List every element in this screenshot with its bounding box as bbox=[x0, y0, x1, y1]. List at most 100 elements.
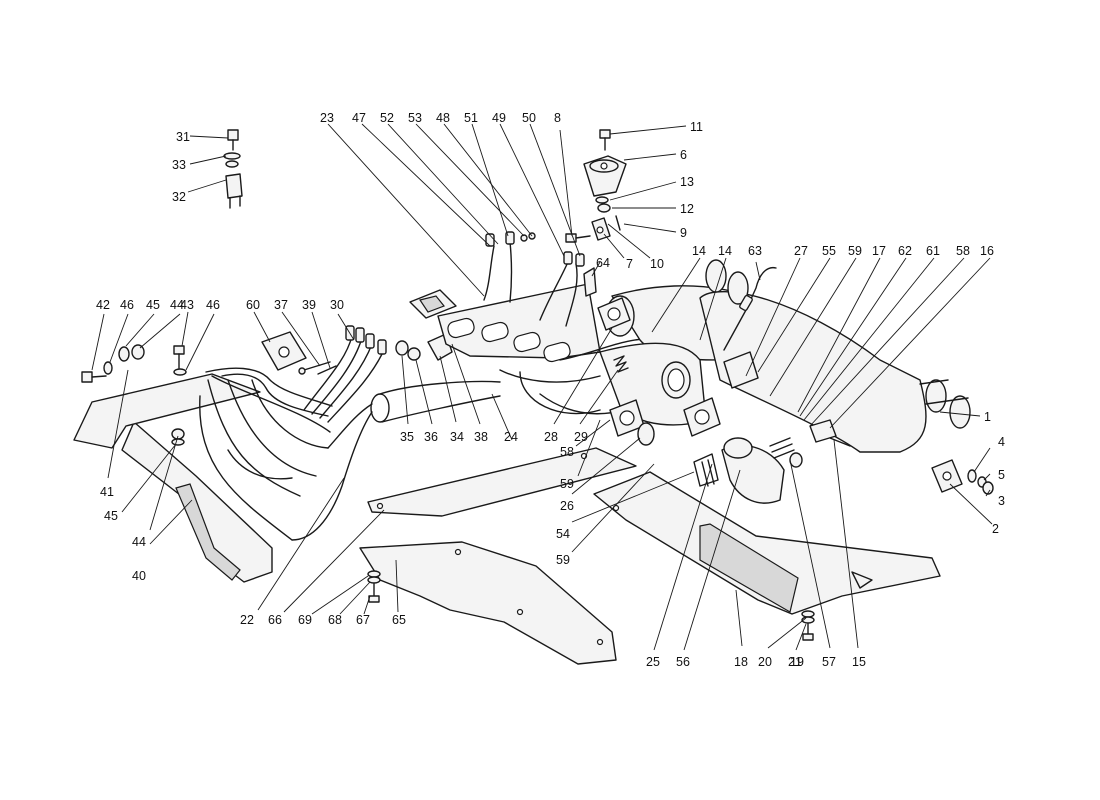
callout-64: 64 bbox=[596, 256, 610, 270]
pipe-56 bbox=[721, 437, 785, 504]
callout-68: 68 bbox=[328, 613, 342, 627]
callout-7: 7 bbox=[626, 257, 633, 271]
flange-55 bbox=[683, 397, 721, 437]
callout-65: 65 bbox=[392, 613, 406, 627]
stud-37 bbox=[298, 361, 331, 375]
bolt-43 bbox=[173, 345, 187, 376]
callout-51: 51 bbox=[464, 111, 478, 125]
bolt-15 bbox=[829, 437, 851, 447]
sensor-63 bbox=[723, 266, 777, 351]
exhaust-manifold-left bbox=[199, 367, 501, 541]
callout-10: 10 bbox=[650, 257, 664, 271]
callout-58b: 58 bbox=[956, 244, 970, 258]
callout-44b: 44 bbox=[132, 535, 146, 549]
heat-shield-18 bbox=[593, 471, 941, 615]
bolt-31 bbox=[227, 129, 239, 151]
callout-15: 15 bbox=[852, 655, 866, 669]
callout-63: 63 bbox=[748, 244, 762, 258]
callout-45a: 45 bbox=[146, 298, 160, 312]
callout-4: 4 bbox=[998, 435, 1005, 449]
heat-shield-40 bbox=[121, 421, 273, 583]
callout-6: 6 bbox=[680, 148, 687, 162]
callout-39: 39 bbox=[302, 298, 316, 312]
callout-9: 9 bbox=[680, 226, 687, 240]
callout-45b: 45 bbox=[104, 509, 118, 523]
callout-22: 22 bbox=[240, 613, 254, 627]
spring-set-54 bbox=[693, 453, 719, 487]
washer-4 bbox=[967, 469, 977, 483]
callout-12: 12 bbox=[680, 202, 694, 216]
callout-18: 18 bbox=[734, 655, 748, 669]
callout-28: 28 bbox=[544, 430, 558, 444]
washer-69 bbox=[367, 570, 381, 578]
spacer-7 bbox=[591, 217, 611, 241]
callout-52: 52 bbox=[380, 111, 394, 125]
callout-58a: 58 bbox=[560, 445, 574, 459]
callout-19: 19 bbox=[790, 655, 804, 669]
callout-55: 55 bbox=[822, 244, 836, 258]
callout-46a: 46 bbox=[120, 298, 134, 312]
heat-shield-65 bbox=[359, 541, 617, 665]
bolt-11 bbox=[599, 129, 611, 151]
callout-24: 24 bbox=[504, 430, 518, 444]
bolt-8 bbox=[565, 233, 591, 243]
washer-45-left bbox=[118, 346, 130, 362]
bracket-41 bbox=[73, 373, 261, 449]
rubber-mount-6 bbox=[583, 155, 627, 197]
callout-48: 48 bbox=[436, 111, 450, 125]
callout-42: 42 bbox=[96, 298, 110, 312]
callout-5: 5 bbox=[998, 468, 1005, 482]
callout-8: 8 bbox=[554, 111, 561, 125]
callout-56: 56 bbox=[676, 655, 690, 669]
callout-53: 53 bbox=[408, 111, 422, 125]
washer-33 bbox=[223, 152, 241, 168]
gasket-60 bbox=[261, 331, 307, 371]
callout-26: 26 bbox=[560, 499, 574, 513]
callout-36: 36 bbox=[424, 430, 438, 444]
flange-gasket-center bbox=[409, 289, 457, 319]
callout-14b: 14 bbox=[718, 244, 732, 258]
spring-25 bbox=[613, 355, 629, 373]
callout-1: 1 bbox=[984, 410, 991, 424]
callout-37: 37 bbox=[274, 298, 288, 312]
nut-12 bbox=[597, 203, 611, 213]
callout-33: 33 bbox=[172, 158, 186, 172]
nut-3 bbox=[982, 481, 994, 495]
callout-25: 25 bbox=[646, 655, 660, 669]
callout-20: 20 bbox=[758, 655, 772, 669]
callout-30: 30 bbox=[330, 298, 344, 312]
callout-14a: 14 bbox=[692, 244, 706, 258]
exhaust-manifold-right bbox=[437, 283, 661, 415]
muffler-1 bbox=[699, 259, 971, 453]
callout-11: 11 bbox=[690, 120, 703, 134]
callout-17: 17 bbox=[872, 244, 886, 258]
washer-20 bbox=[801, 610, 815, 618]
callout-59a: 59 bbox=[560, 477, 574, 491]
washer-45-lower bbox=[171, 438, 185, 446]
washer-68 bbox=[367, 576, 381, 584]
callout-23: 23 bbox=[320, 111, 334, 125]
callout-41: 41 bbox=[100, 485, 114, 499]
callout-59c: 59 bbox=[848, 244, 862, 258]
callout-21-label: 21 bbox=[788, 655, 802, 669]
callout-40: 40 bbox=[132, 569, 146, 583]
heat-shield-66 bbox=[367, 447, 637, 517]
callout-2: 2 bbox=[992, 522, 999, 536]
callout-38: 38 bbox=[474, 430, 488, 444]
callout-3: 3 bbox=[998, 494, 1005, 508]
callout-labels: 1 2 3 4 5 6 7 8 9 10 11 12 13 14 14 15 1… bbox=[96, 111, 1005, 669]
nut-44-left bbox=[131, 344, 145, 360]
callout-31: 31 bbox=[176, 130, 190, 144]
callout-13: 13 bbox=[680, 175, 694, 189]
bolt-67 bbox=[368, 583, 380, 603]
flange-27 bbox=[723, 351, 759, 389]
callout-32: 32 bbox=[172, 190, 186, 204]
bracket-2 bbox=[931, 459, 963, 493]
callout-50: 50 bbox=[522, 111, 536, 125]
callout-46b: 46 bbox=[206, 298, 220, 312]
callout-27: 27 bbox=[794, 244, 808, 258]
callout-49: 49 bbox=[492, 111, 506, 125]
callout-62: 62 bbox=[898, 244, 912, 258]
callout-29: 29 bbox=[574, 430, 588, 444]
